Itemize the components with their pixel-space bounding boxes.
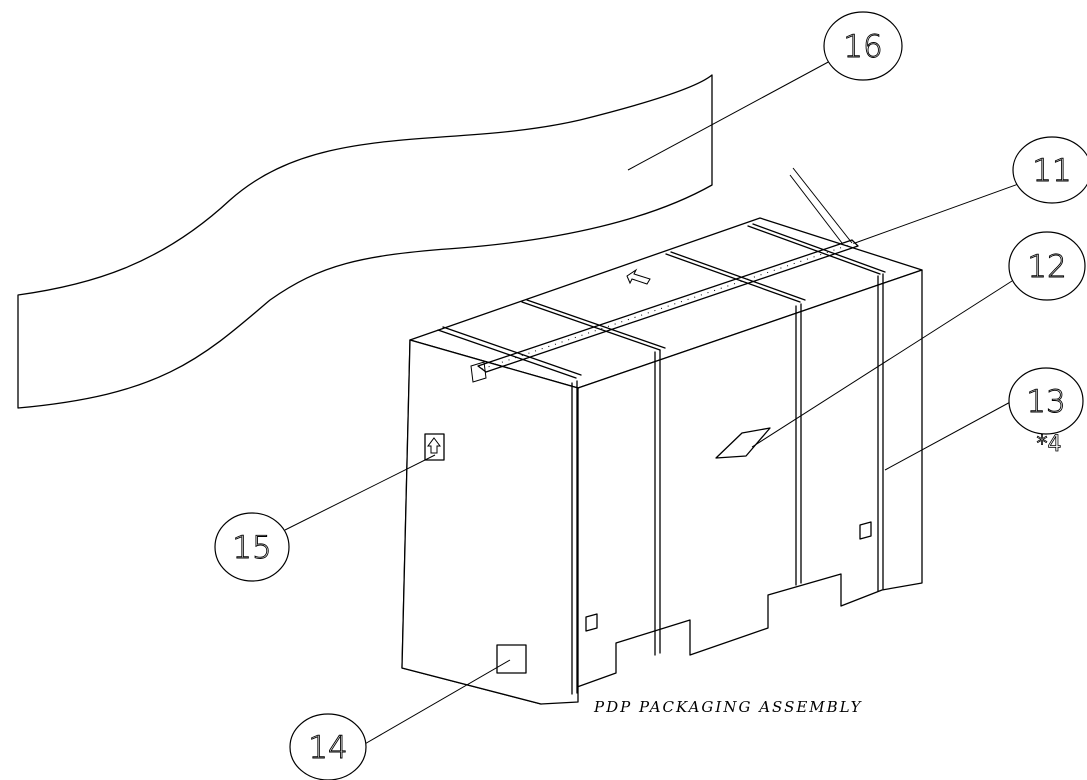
svg-text:12: 12 [1027,249,1066,285]
svg-text:13: 13 [1026,384,1065,420]
hand-holes [585,521,872,632]
leader-lines [284,59,1015,746]
up-arrow-label [424,433,445,461]
svg-text:11: 11 [1032,153,1071,189]
package-box [401,217,923,705]
callout-11: 11 [1012,136,1087,204]
wrap-film-sheet [17,74,713,409]
callout-14: 14 [289,713,367,780]
callout-16: 16 [823,11,903,81]
strap-bands [437,223,886,695]
side-label-diamond [715,427,771,459]
top-tape [470,239,859,383]
diagram-title: PDP PACKAGING ASSEMBLY [593,698,863,716]
callout-15: 15 [214,512,290,582]
callout-12: 12 [1008,231,1086,301]
svg-text:15: 15 [232,530,271,566]
svg-text:14: 14 [308,730,347,766]
svg-text:16: 16 [843,29,882,65]
bottom-label-rect [496,644,527,674]
callout-13-quantity: *4 [1037,432,1062,457]
top-arrow-icon [626,268,651,285]
callout-13: 13 *4 [1008,367,1084,457]
